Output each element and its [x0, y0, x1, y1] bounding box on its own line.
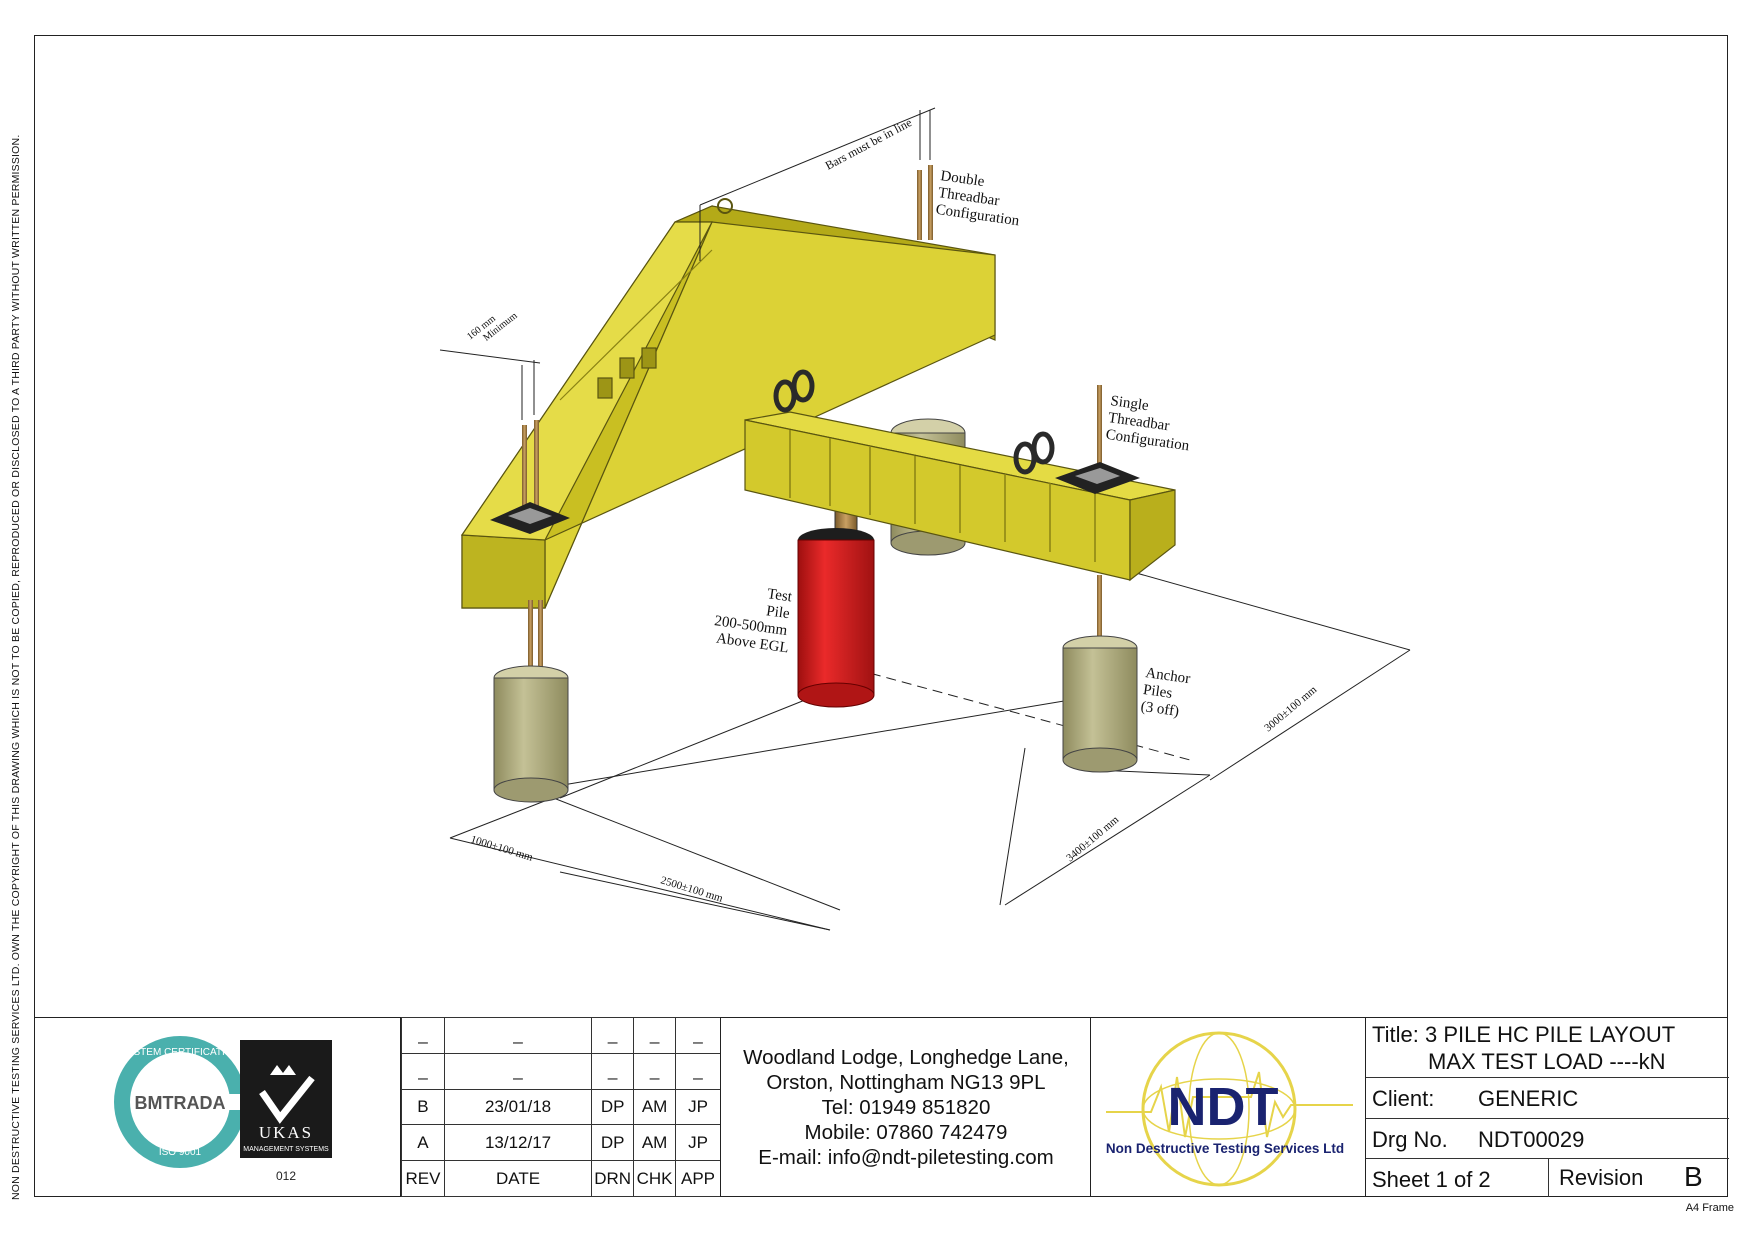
email: E-mail: info@ndt-piletesting.com	[758, 1145, 1054, 1169]
bm-trada-logo: BMTRADA SYSTEM CERTIFICATION ISO 9001	[114, 1036, 246, 1168]
test-pile-label: Test Pile 200-500mm Above EGL	[711, 579, 797, 656]
svg-text:NDT: NDT	[1168, 1077, 1279, 1137]
anchor-pile-left	[493, 665, 569, 803]
dimension-lines	[449, 559, 1411, 931]
anchor-pile-right	[1062, 635, 1138, 773]
lifting-shackles	[773, 369, 1055, 475]
svg-text:UKAS: UKAS	[259, 1123, 313, 1142]
dim-3400-label: 3400±100 mm	[1064, 813, 1121, 864]
drawing-title: Title: 3 PILE HC PILE LAYOUT	[1372, 1022, 1676, 1047]
drawing-number: NDT00029	[1478, 1127, 1585, 1152]
sheet-row: Sheet 1 of 2 Revision B	[1366, 1159, 1729, 1197]
address-line-2: Orston, Nottingham NG13 9PL	[766, 1070, 1046, 1094]
test-pile	[797, 509, 875, 708]
revision-row: _____	[401, 1052, 721, 1090]
title-row: Title: 3 PILE HC PILE LAYOUT MAX TEST LO…	[1366, 1017, 1729, 1078]
pile-layout-drawing: Bars must be in line Double Threadbar Co…	[439, 107, 1411, 931]
drawing-number-row: Drg No. NDT00029	[1366, 1119, 1729, 1159]
ukas-logo: UKAS MANAGEMENT SYSTEMS 012	[240, 1040, 332, 1183]
telephone: Tel: 01949 851820	[821, 1095, 991, 1119]
bars-in-line-label: Bars must be in line	[823, 115, 914, 172]
svg-text:BMTRADA: BMTRADA	[135, 1093, 226, 1113]
anchor-piles-label: Anchor Piles (3 off)	[1140, 665, 1195, 721]
client-value: GENERIC	[1478, 1086, 1579, 1111]
revision-value: B	[1684, 1161, 1703, 1192]
svg-text:SYSTEM CERTIFICATION: SYSTEM CERTIFICATION	[120, 1047, 240, 1058]
svg-text:012: 012	[276, 1169, 296, 1183]
min-spacing-label: 160 mm Minimum	[465, 302, 520, 351]
client-row: Client: GENERIC	[1366, 1078, 1729, 1119]
checkmark-icon	[259, 1075, 315, 1124]
mobile: Mobile: 07860 742479	[804, 1120, 1008, 1144]
dim-1000-label: 1000±100 mm	[469, 833, 535, 863]
ndt-logo: NDT Non Destructive Testing Services Ltd	[1106, 1031, 1353, 1187]
drawing-info: Title: 3 PILE HC PILE LAYOUT MAX TEST LO…	[1365, 1017, 1729, 1197]
title-block	[34, 1017, 1728, 1197]
double-threadbar-label: Double Threadbar Configuration	[935, 168, 1026, 229]
certification-logos: BMTRADA SYSTEM CERTIFICATION ISO 9001 UK…	[114, 1036, 332, 1183]
svg-text:Non Destructive Testing Servic: Non Destructive Testing Services Ltd	[1106, 1141, 1344, 1156]
dim-3000-label: 3000±100 mm	[1262, 683, 1319, 734]
drawing-subtitle: MAX TEST LOAD ----kN	[1428, 1049, 1666, 1074]
ndt-logo-cell: NDT Non Destructive Testing Services Ltd	[1090, 1017, 1366, 1197]
frame-size-label: A4 Frame	[1685, 1202, 1734, 1214]
company-address: Woodland Lodge, Longhedge Lane, Orston, …	[720, 1017, 1091, 1197]
revision-row: _____	[401, 1017, 721, 1054]
svg-text:MANAGEMENT SYSTEMS: MANAGEMENT SYSTEMS	[243, 1146, 329, 1153]
threadbars	[490, 165, 1140, 680]
sheet-number: Sheet 1 of 2	[1372, 1167, 1491, 1192]
annotation-leaders	[439, 107, 936, 420]
crown-icon	[270, 1065, 296, 1075]
address-line-1: Woodland Lodge, Longhedge Lane,	[743, 1045, 1069, 1069]
single-threadbar-label: Single Threadbar Configuration	[1105, 393, 1196, 454]
drawing-frame	[34, 35, 1728, 1197]
svg-text:ISO 9001: ISO 9001	[159, 1147, 202, 1158]
